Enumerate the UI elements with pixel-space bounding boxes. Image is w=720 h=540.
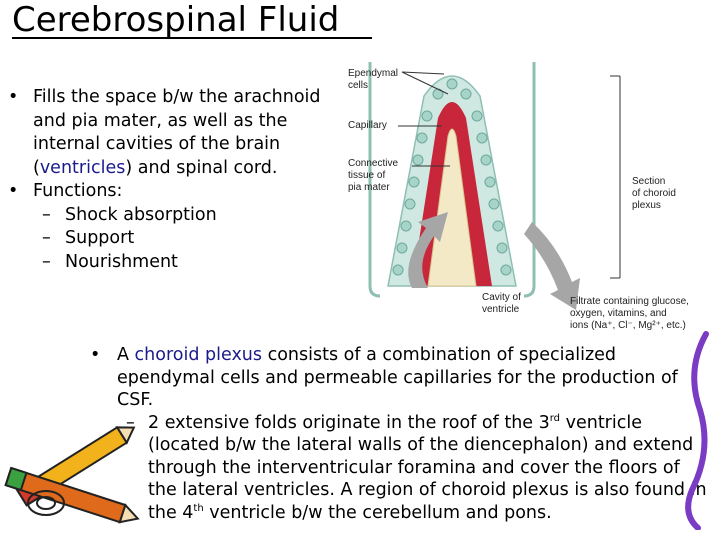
bullet-text: A bbox=[117, 345, 135, 365]
label-line: ventricle bbox=[482, 304, 520, 315]
dash: – bbox=[42, 228, 51, 248]
label-line: Connective bbox=[348, 158, 399, 169]
bullet-dot: • bbox=[8, 181, 19, 201]
sub-bullet-text: 2 extensive folds originate in the roof … bbox=[148, 412, 550, 433]
bullet-text: consists of a combination of specialized… bbox=[117, 345, 678, 410]
title-underline bbox=[12, 37, 372, 39]
sub-bullet-text: Shock absorption bbox=[65, 204, 217, 225]
label-cavity-ventricle: Cavity of ventricle bbox=[482, 292, 521, 316]
label-line: Cavity of bbox=[482, 292, 521, 303]
choroid-plexus-diagram: Ependymal cells Capillary Connective tis… bbox=[340, 56, 720, 336]
dash: – bbox=[42, 251, 51, 272]
label-filtrate: Filtrate containing glucose, oxygen, vit… bbox=[570, 296, 689, 332]
diagram-illustration bbox=[368, 62, 621, 310]
sub-bullet-text: ventricle (located b/w the lateral walls… bbox=[148, 412, 707, 523]
label-line: ions (Na⁺, Cl⁻, Mg²⁺, etc.) bbox=[570, 320, 686, 331]
sub-bullet-text: Support bbox=[65, 228, 135, 248]
bullet-text: Fills the space b/w the arachnoid and pi… bbox=[33, 87, 321, 178]
bullet-fills-space: • Fills the space b/w the arachnoid and … bbox=[8, 86, 338, 180]
superscript: th bbox=[193, 502, 204, 514]
label-line: oxygen, vitamins, and bbox=[570, 308, 667, 319]
superscript: rd bbox=[549, 412, 561, 424]
sub-bullet-text: ventricle b/w the cerebellum and pons. bbox=[203, 502, 552, 523]
filtrate-arrow bbox=[524, 222, 580, 310]
leader-lines bbox=[398, 71, 621, 279]
bullet-dot: • bbox=[90, 345, 101, 365]
bullet-text: ) and spinal cord. bbox=[125, 157, 278, 178]
spiral-icon bbox=[27, 490, 65, 516]
label-ependymal-cells: Ependymal cells bbox=[348, 68, 398, 92]
bullet-choroid-plexus: • A choroid plexus consists of a combina… bbox=[90, 344, 712, 412]
bullet-functions: • Functions: bbox=[8, 180, 338, 204]
dash: – bbox=[42, 204, 51, 225]
label-line: tissue of bbox=[348, 170, 386, 181]
sub-bullet-support: –Support bbox=[8, 227, 338, 251]
bullet-dot: • bbox=[8, 87, 19, 107]
label-capillary: Capillary bbox=[348, 120, 387, 131]
keyword-choroid-plexus: choroid plexus bbox=[134, 345, 263, 365]
label-line: pia mater bbox=[348, 182, 390, 193]
label-line: of choroid bbox=[632, 188, 676, 199]
bullet-list: • Fills the space b/w the arachnoid and … bbox=[8, 86, 338, 274]
label-line: Section bbox=[632, 176, 666, 187]
wall-line bbox=[368, 62, 536, 298]
bullet-text: Functions: bbox=[33, 181, 123, 201]
sub-bullet-shock: –Shock absorption bbox=[8, 204, 338, 228]
slide-title: Cerebrospinal Fluid bbox=[12, 0, 340, 40]
keyword-ventricles: ventricles bbox=[39, 157, 126, 178]
purple-squiggle bbox=[685, 331, 709, 530]
label-line: Filtrate containing glucose, bbox=[570, 296, 689, 307]
label-line: cells bbox=[348, 80, 369, 91]
sub-bullet-folds: – 2 extensive folds originate in the roo… bbox=[90, 412, 712, 525]
sub-bullet-text: Nourishment bbox=[65, 251, 178, 272]
pencil-icon-2 bbox=[4, 466, 140, 524]
label-line: plexus bbox=[632, 200, 661, 211]
capillary bbox=[412, 102, 492, 286]
spiral-icon bbox=[36, 496, 56, 510]
label-connective-tissue: Connective tissue of pia mater bbox=[348, 158, 398, 194]
dash: – bbox=[126, 412, 135, 433]
label-line: Ependymal bbox=[348, 68, 399, 79]
label-section-choroid: Section of choroid plexus bbox=[632, 176, 676, 212]
ependymal-cells bbox=[392, 78, 512, 276]
cavity-arrow bbox=[408, 212, 448, 288]
connective-tissue bbox=[427, 128, 477, 287]
choroid-plexus-text: • A choroid plexus consists of a combina… bbox=[90, 344, 712, 524]
pencil-clipart bbox=[4, 426, 140, 524]
sub-bullet-nourishment: –Nourishment bbox=[8, 251, 338, 275]
